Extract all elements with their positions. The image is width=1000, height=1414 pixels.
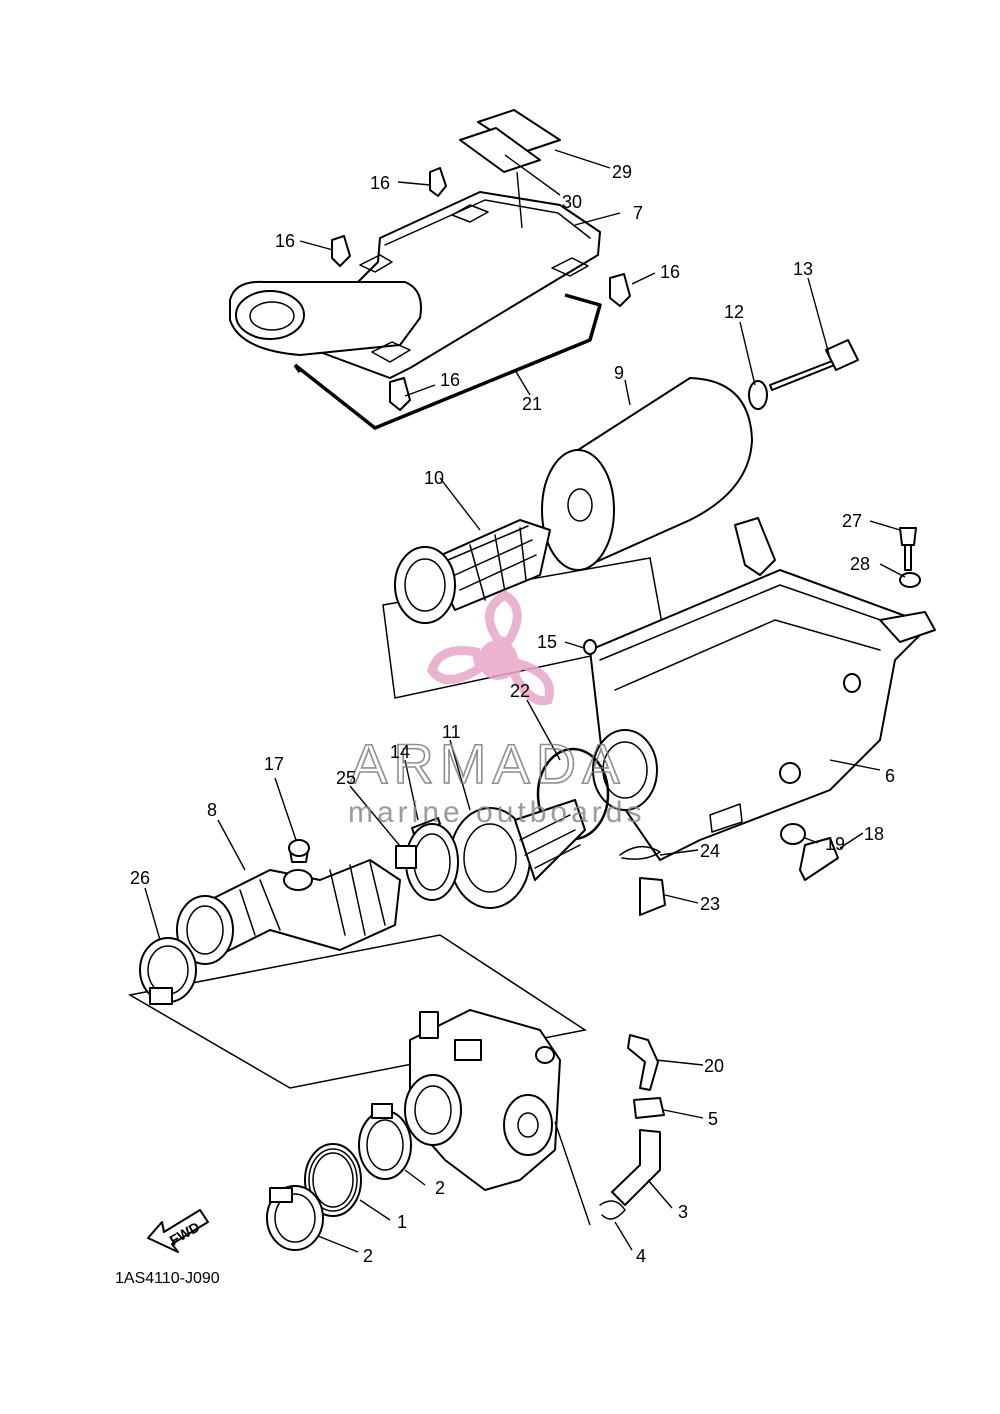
watermark-title: ARMADA [350, 732, 626, 795]
callout-10: 10 [424, 468, 444, 488]
callout-16-d: 16 [440, 370, 460, 390]
air-joint [449, 799, 586, 909]
callout-24: 24 [700, 841, 720, 861]
hose-3 [611, 1129, 661, 1206]
callout-15: 15 [537, 632, 557, 652]
callout-1: 1 [397, 1212, 407, 1232]
clip-16-b [331, 235, 351, 267]
callout-29: 29 [612, 162, 632, 182]
callout-23: 23 [700, 894, 720, 914]
screw-15 [583, 639, 597, 655]
intake-group-frame [127, 934, 587, 1089]
airbox-cover [229, 191, 601, 379]
callout-4: 4 [636, 1246, 646, 1266]
propeller-blade-right [508, 658, 554, 706]
watermark: ARMADA marine outboards [348, 589, 645, 829]
callout-27: 27 [842, 511, 862, 531]
callout-2-lower: 2 [363, 1246, 373, 1266]
callout-17: 17 [264, 754, 284, 774]
duct-clamp [139, 937, 197, 1005]
propeller-blade-top [485, 589, 522, 648]
clamp-5 [633, 1097, 665, 1119]
callout-30: 30 [562, 192, 582, 212]
intake-joint [304, 1143, 362, 1217]
breather-cap [283, 839, 313, 891]
callout-25: 25 [336, 768, 356, 788]
clip-16-d [389, 377, 411, 411]
callout-28: 28 [850, 554, 870, 574]
callout-19: 19 [825, 834, 845, 854]
hose-20 [627, 1034, 659, 1091]
callout-18: 18 [864, 824, 884, 844]
drain-hose [639, 877, 666, 916]
throttle-body [404, 1009, 561, 1191]
grommet-19 [780, 823, 806, 845]
leader-lines [144, 149, 906, 1253]
air-filter-element [541, 377, 753, 571]
callout-12: 12 [724, 302, 744, 322]
throttle-clamp-upper [358, 1103, 412, 1180]
fwd-arrow: FWD [147, 1209, 209, 1253]
callout-26: 26 [130, 868, 150, 888]
clip-16-c [609, 273, 631, 307]
diagram-code: 1AS4110-J090 [115, 1270, 220, 1287]
case-bolt [899, 527, 917, 571]
case-washer [899, 572, 921, 588]
callout-16-c: 16 [660, 262, 680, 282]
label-sheets [459, 109, 561, 173]
drain-clip [619, 846, 661, 860]
joint-18 [799, 837, 839, 881]
joint-clamp [395, 823, 459, 901]
cover-gasket [293, 293, 602, 430]
callout-3: 3 [678, 1202, 688, 1222]
callout-8: 8 [207, 800, 217, 820]
callout-6: 6 [885, 766, 895, 786]
callout-13: 13 [793, 259, 813, 279]
clip-4 [599, 1200, 626, 1220]
filter-washer [748, 380, 768, 410]
callout-20: 20 [704, 1056, 724, 1076]
filter-guide [394, 519, 551, 624]
propeller-blade-left [427, 646, 486, 684]
watermark-subtitle: marine outboards [348, 796, 645, 829]
callout-11: 11 [442, 722, 461, 742]
callouts: 29 30 7 16 16 16 16 21 9 12 13 10 27 28 … [130, 162, 895, 1266]
clip-16-a [429, 167, 447, 197]
callout-14: 14 [390, 742, 410, 762]
callout-9: 9 [614, 363, 624, 383]
throttle-clamp-lower [266, 1185, 324, 1251]
callout-16-a: 16 [370, 173, 390, 193]
callout-2-upper: 2 [435, 1178, 445, 1198]
callout-7: 7 [633, 203, 643, 223]
airbox-case [589, 517, 936, 861]
propeller-logo [427, 589, 554, 706]
filter-bolt [769, 339, 859, 391]
callout-5: 5 [708, 1109, 718, 1129]
propeller-hub [478, 640, 518, 680]
callout-21: 21 [522, 394, 542, 414]
callout-16-b: 16 [275, 231, 295, 251]
callout-22: 22 [510, 681, 530, 701]
